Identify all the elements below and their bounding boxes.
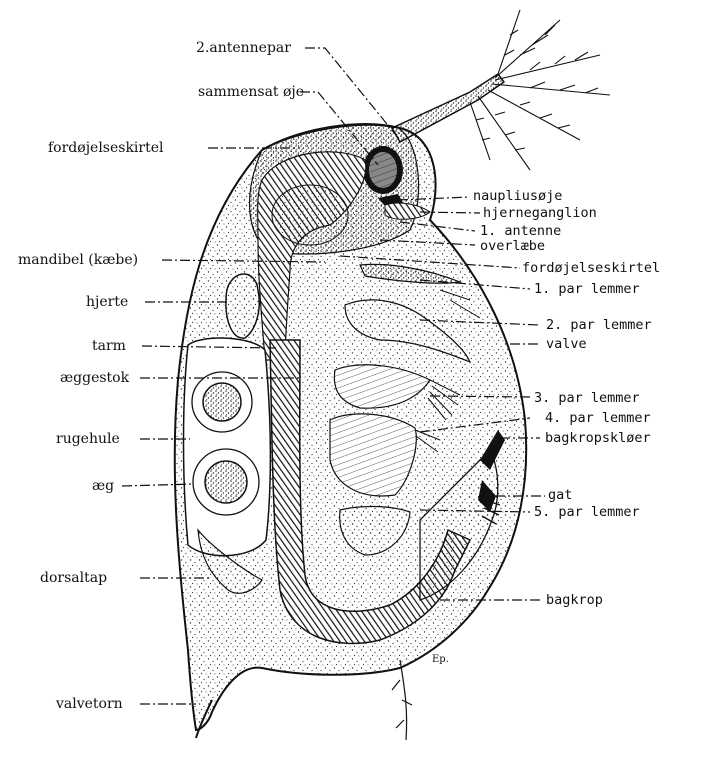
label-fordoejelseskirtel-left: fordøjelseskirtel: [48, 140, 164, 156]
postabdomen: [419, 448, 499, 601]
label-naupliusoeje: naupliusøje: [473, 188, 563, 204]
label-tarm: tarm: [92, 338, 126, 354]
label-valvetorn: valvetorn: [56, 696, 123, 712]
leader-lemmer5: [419, 509, 531, 513]
label-aeggestok: æggestok: [60, 370, 130, 386]
label-sammensat-oeje: sammensat øje: [198, 84, 305, 100]
leg-setae: [414, 289, 481, 453]
label-aeg: æg: [92, 478, 115, 494]
label-bagkrop: bagkrop: [546, 592, 603, 608]
leader-aeg: [121, 483, 195, 487]
leg-5: [339, 505, 411, 556]
label-lemmer5: 5. par lemmer: [534, 504, 640, 520]
anus-mark: [478, 480, 496, 512]
label-bagkropskloer: bagkropskløer: [545, 430, 651, 446]
leg-1: [359, 263, 463, 284]
heart-shape: [225, 273, 260, 339]
head-gland: [271, 184, 349, 246]
label-antenne1: 1. antenne: [480, 223, 562, 239]
leader-lemmer4: [419, 417, 531, 433]
leader-mandibel: [161, 259, 326, 263]
artist-signature: Ep.: [432, 654, 449, 665]
label-valve: valve: [546, 336, 587, 352]
brood-chamber: [182, 337, 272, 557]
leg-2: [344, 299, 472, 364]
egg-upper-yolk: [202, 382, 242, 422]
label-fordoejelseskirtel-right: fordøjelseskirtel: [522, 260, 661, 276]
antenna-setae: [469, 9, 611, 171]
leader-lemmer1: [419, 279, 531, 290]
leader-sammensat-oeje: [300, 91, 379, 166]
label-dorsaltap: dorsaltap: [40, 570, 108, 586]
leg-3: [333, 364, 431, 409]
label-lemmer4: 4. par lemmer: [545, 410, 651, 426]
leader-overlaebe: [379, 239, 476, 246]
label-lemmer1: 1. par lemmer: [534, 281, 640, 297]
label-hjerte: hjerte: [86, 294, 129, 310]
dorsal-process: [197, 528, 263, 594]
tail-setae: [391, 659, 413, 741]
label-lemmer3: 3. par lemmer: [534, 390, 640, 406]
label-lemmer2: 2. par lemmer: [546, 317, 652, 333]
leader-fordoejelseskirtel-right: [339, 255, 521, 269]
leader-lemmer2: [419, 319, 541, 326]
egg-lower-yolk: [204, 460, 248, 504]
label-overlaebe: overlæbe: [480, 238, 546, 254]
leader-lemmer3: [429, 395, 531, 398]
leader-antennepar2: [305, 47, 401, 141]
leader-lines: [121, 47, 545, 705]
label-rugehule: rugehule: [56, 431, 120, 447]
valve-spine: [195, 699, 213, 739]
label-mandibel: mandibel (kæbe): [18, 252, 139, 268]
leader-naupliusoeje: [397, 196, 471, 201]
postabdomen-spines: [481, 499, 501, 525]
leader-antenne1: [399, 221, 476, 232]
leg-4: [329, 413, 417, 497]
postabdomen-claws: [480, 430, 505, 470]
second-antenna-shaft: [390, 72, 506, 144]
label-hjerneganglion: hjerneganglion: [483, 205, 597, 221]
label-gat: gat: [548, 487, 573, 503]
leader-hjerneganglion: [419, 211, 481, 214]
label-antennepar2: 2.antennepar: [196, 40, 291, 56]
leader-tarm: [141, 345, 277, 349]
